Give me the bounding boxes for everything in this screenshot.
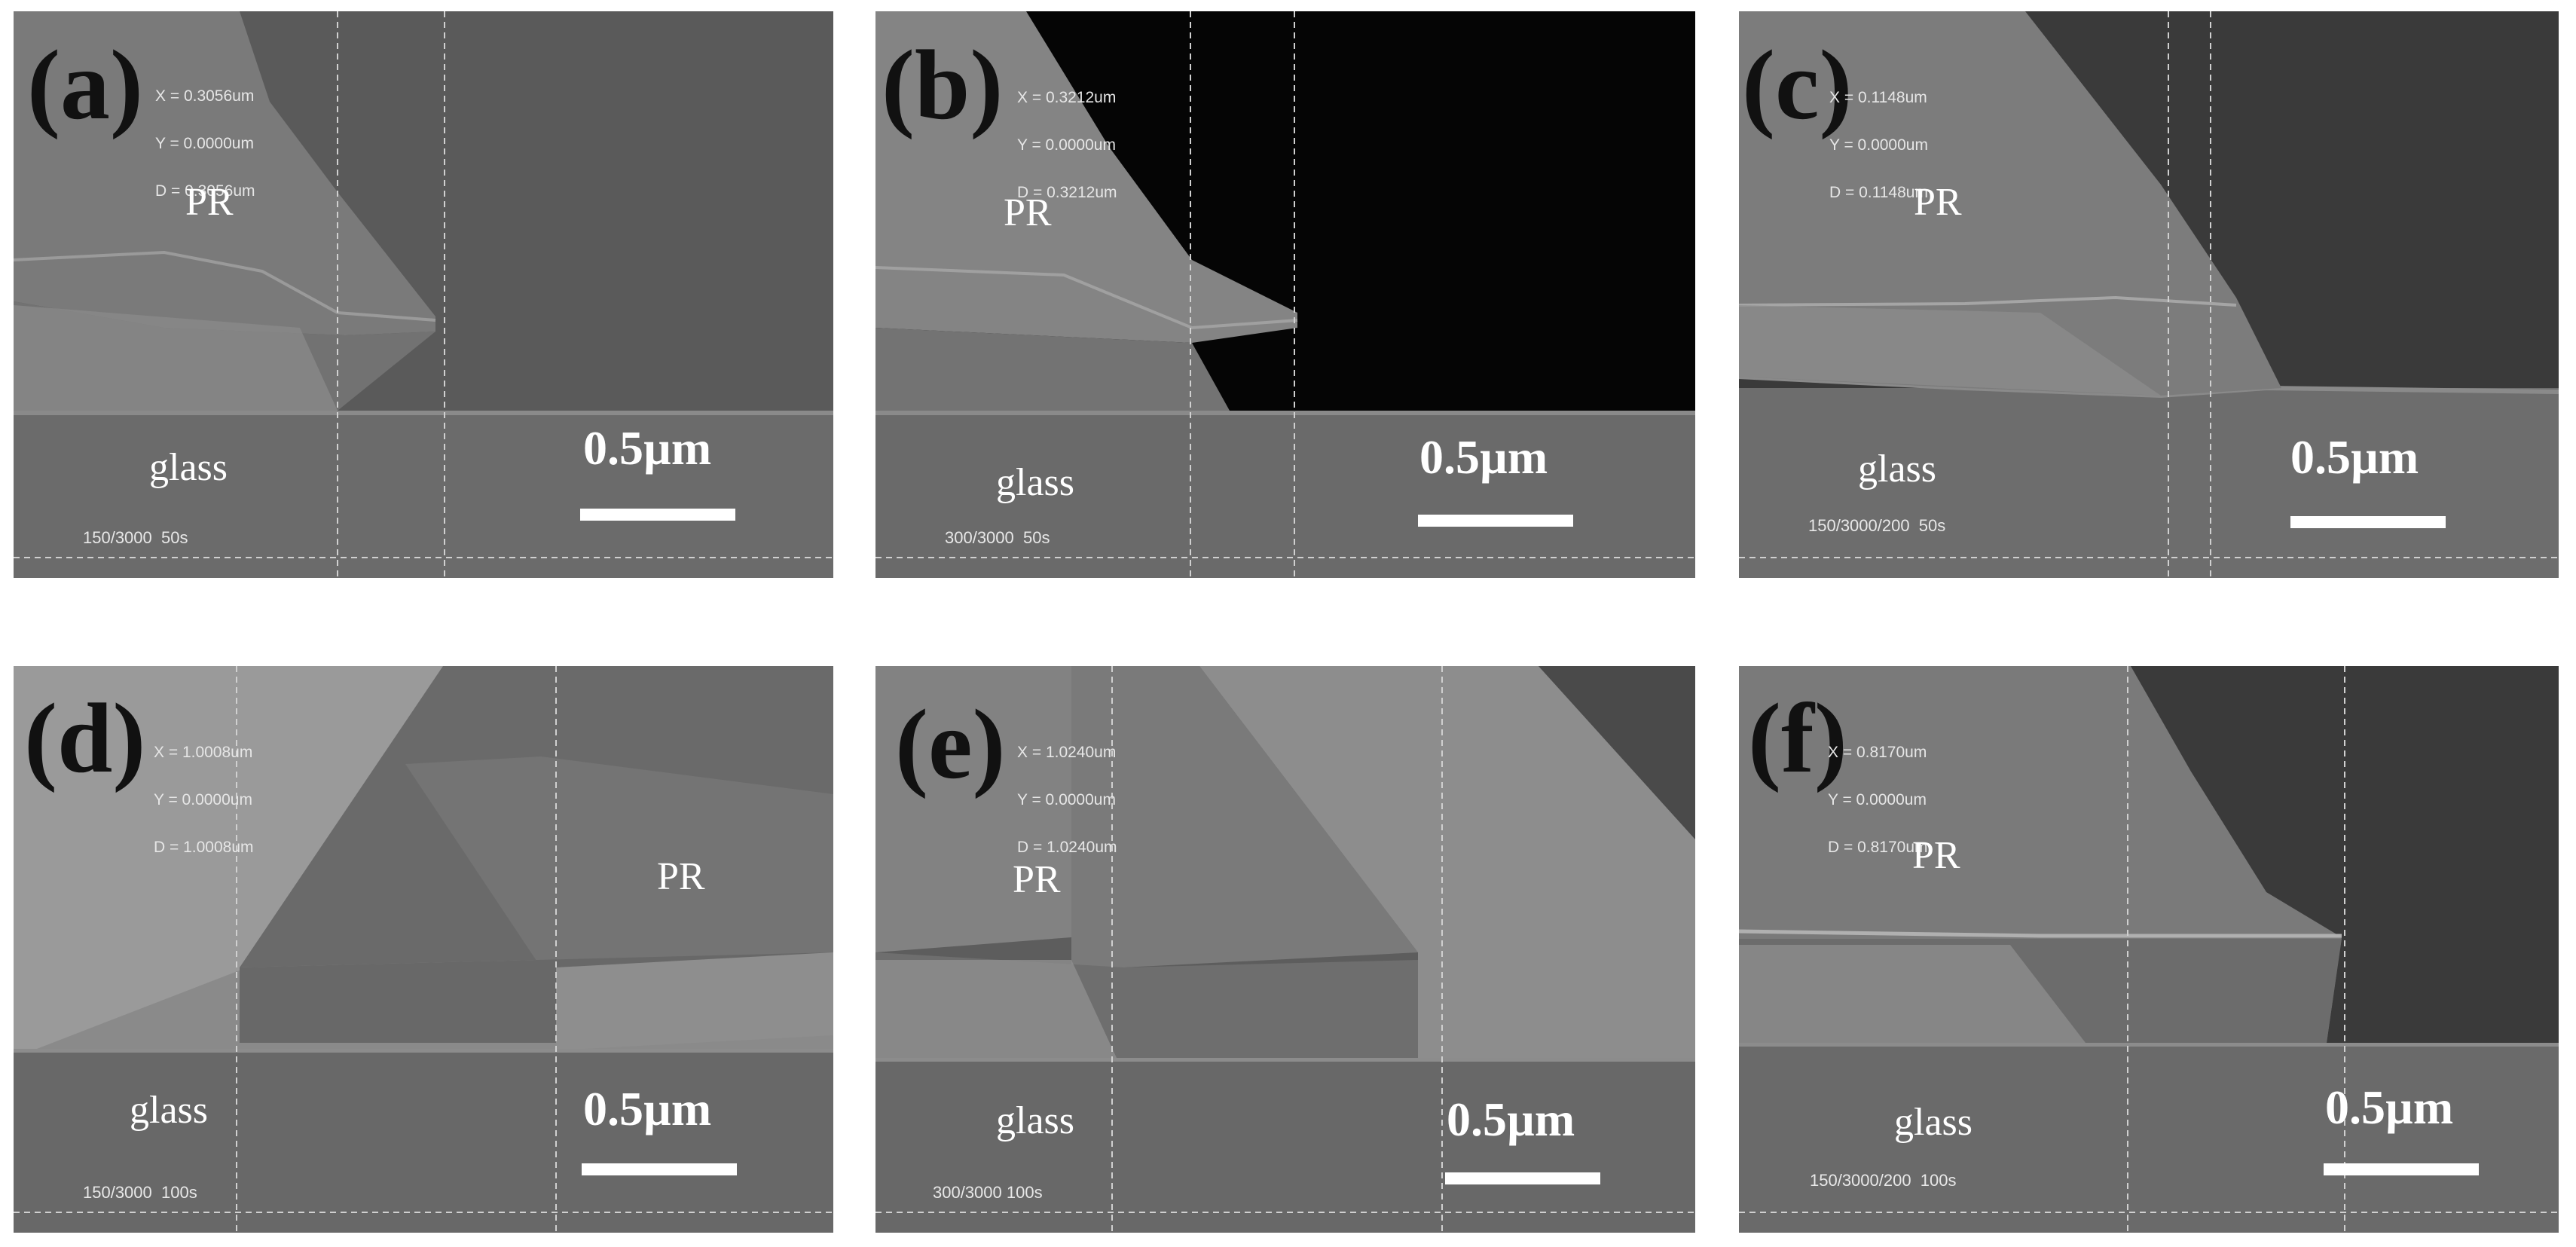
measurement-y: Y = 0.0000um [155,135,254,152]
pr-label: PR [657,855,705,898]
sem-panel-a: (a) X = 0.3056um Y = 0.0000um D = 0.3056… [14,11,833,578]
measurement-d: D = 0.8170um [1828,839,1928,856]
scale-bar-label: 0.5µm [2290,430,2419,484]
process-condition: 150/3000/200 100s [1810,1171,1957,1190]
measurement-x: X = 0.3212um [1017,89,1117,106]
scale-bar [2290,516,2446,528]
sem-panel-b: (b) X = 0.3212um Y = 0.0000um D = 0.3212… [875,11,1695,578]
glass-label: glass [996,1099,1074,1142]
measurement-x: X = 0.1148um [1829,89,1927,106]
pr-label: PR [1013,858,1061,901]
sem-image-e [875,666,1695,1233]
sem-image-c [1739,11,2559,578]
measurement-d: D = 0.3212um [1017,184,1117,201]
scale-bar [580,509,735,521]
pr-label: PR [1914,181,1962,224]
sem-panel-d: (d) X = 1.0008um Y = 0.0000um D = 1.0008… [14,666,833,1233]
scale-bar-label: 0.5µm [1447,1093,1575,1146]
measurement-y: Y = 0.0000um [1828,791,1927,808]
measurement-d: D = 0.1148um [1829,184,1928,201]
measurement-readout: X = 0.3212um Y = 0.0000um D = 0.3212um [1017,58,1117,232]
scale-bar [1445,1172,1600,1184]
sem-panel-f: (f) X = 0.8170um Y = 0.0000um D = 0.8170… [1739,666,2559,1233]
measurement-readout: X = 1.0008um Y = 0.0000um D = 1.0008um [154,713,254,887]
process-condition: 150/3000 100s [83,1183,197,1202]
measurement-x: X = 0.8170um [1828,744,1927,761]
panel-label: (f) [1748,683,1847,793]
process-condition: 300/3000 100s [933,1183,1043,1202]
glass-label: glass [996,461,1074,504]
process-condition: 150/3000/200 50s [1808,516,1946,535]
scale-bar [1418,515,1573,527]
scale-bar-label: 0.5µm [1419,430,1548,484]
measurement-y: Y = 0.0000um [1017,136,1116,154]
sem-panel-e: (e) X = 1.0240um Y = 0.0000um D = 1.0240… [875,666,1695,1233]
measurement-readout: X = 0.1148um Y = 0.0000um D = 0.1148um [1829,58,1928,232]
measurement-x: X = 1.0008um [154,744,253,761]
pr-label: PR [1912,834,1960,877]
measurement-readout: X = 0.3056um Y = 0.0000um D = 0.3056um [155,57,255,231]
measurement-d: D = 0.3056um [155,182,255,200]
scale-bar-label: 0.5µm [583,1082,712,1135]
panel-label: (b) [882,29,1004,140]
pr-label: PR [185,181,234,224]
sem-panel-c: (c) X = 0.1148um Y = 0.0000um D = 0.1148… [1739,11,2559,578]
sem-image-b [875,11,1695,578]
pr-label: PR [1004,191,1052,234]
sem-image-a [14,11,833,578]
scale-bar [582,1163,737,1175]
panel-label: (c) [1742,29,1853,140]
measurement-readout: X = 0.8170um Y = 0.0000um D = 0.8170um [1828,713,1928,887]
sem-image-d [14,666,833,1233]
measurement-y: Y = 0.0000um [154,791,252,808]
measurement-readout: X = 1.0240um Y = 0.0000um D = 1.0240um [1017,713,1117,887]
measurement-y: Y = 0.0000um [1829,136,1928,154]
process-condition: 150/3000 50s [83,528,188,547]
sem-image-f [1739,666,2559,1233]
panel-label: (a) [27,29,143,140]
measurement-y: Y = 0.0000um [1017,791,1116,808]
scale-bar [2324,1163,2479,1175]
scale-bar-label: 0.5µm [583,421,712,475]
measurement-d: D = 1.0008um [154,839,254,856]
panel-label: (e) [895,689,1006,799]
panel-label: (d) [24,683,146,793]
process-condition: 300/3000 50s [945,528,1050,547]
measurement-d: D = 1.0240um [1017,839,1117,856]
measurement-x: X = 0.3056um [155,87,255,105]
measurement-x: X = 1.0240um [1017,744,1117,761]
glass-label: glass [1858,448,1936,491]
glass-label: glass [1894,1101,1972,1144]
glass-label: glass [130,1089,208,1132]
scale-bar-label: 0.5µm [2325,1080,2454,1134]
glass-label: glass [149,446,228,489]
